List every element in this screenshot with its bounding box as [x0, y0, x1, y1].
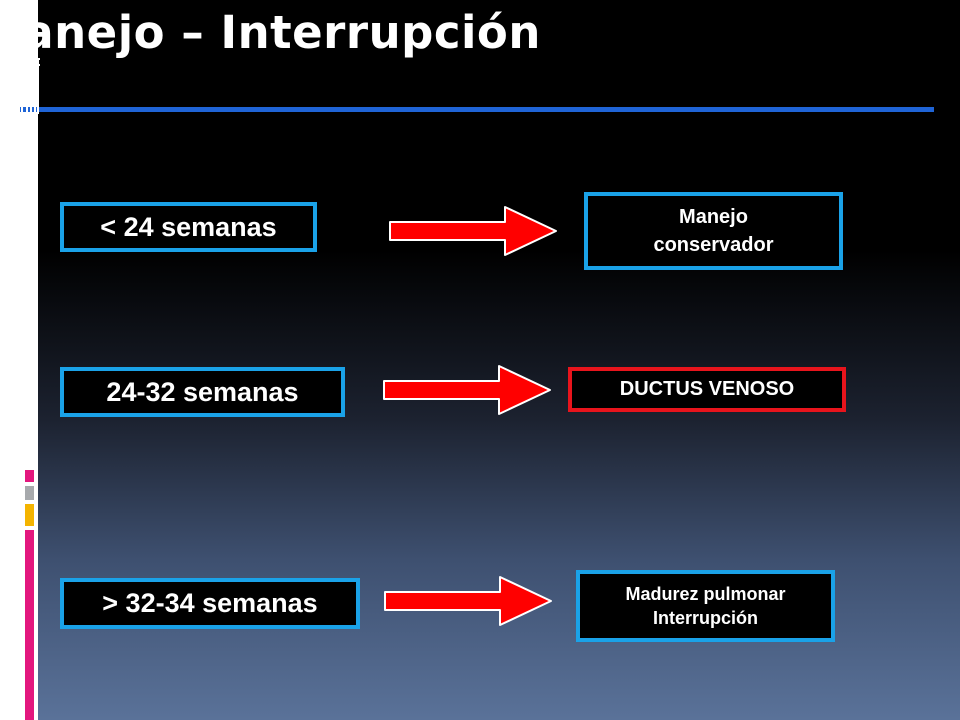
- outcome-line-2: conservador: [653, 234, 774, 256]
- arrow-right-icon: [384, 576, 552, 626]
- arrow-right-icon: [383, 365, 551, 415]
- stage-label: > 32-34 semanas: [102, 588, 318, 618]
- outcome-box-maturity-interruption: Madurez pulmonar Interrupción: [576, 570, 835, 642]
- stage-label: 24-32 semanas: [106, 376, 299, 407]
- outcome-box-conservative: Manejo conservador: [584, 192, 843, 270]
- outcome-line-1: DUCTUS VENOSO: [619, 378, 795, 400]
- stage-box-24-32: 24-32 semanas: [60, 367, 345, 417]
- arrow-right-icon: [389, 206, 557, 256]
- outcome-line-1: Madurez pulmonar: [625, 584, 786, 604]
- stage-box-under-24: < 24 semanas: [60, 202, 317, 252]
- slide-title: Manejo – Interrupción: [0, 6, 541, 59]
- stage-box-over-32-34: > 32-34 semanas: [60, 578, 360, 629]
- outcome-line-1: Manejo: [679, 206, 748, 228]
- decorative-stripes-icon: [18, 58, 40, 114]
- outcome-line-2: Interrupción: [652, 608, 758, 628]
- title-underline: [20, 107, 934, 112]
- stage-label: < 24 semanas: [100, 211, 277, 242]
- outcome-box-ductus-venoso: DUCTUS VENOSO: [568, 367, 846, 412]
- decorative-color-bars: [25, 470, 34, 720]
